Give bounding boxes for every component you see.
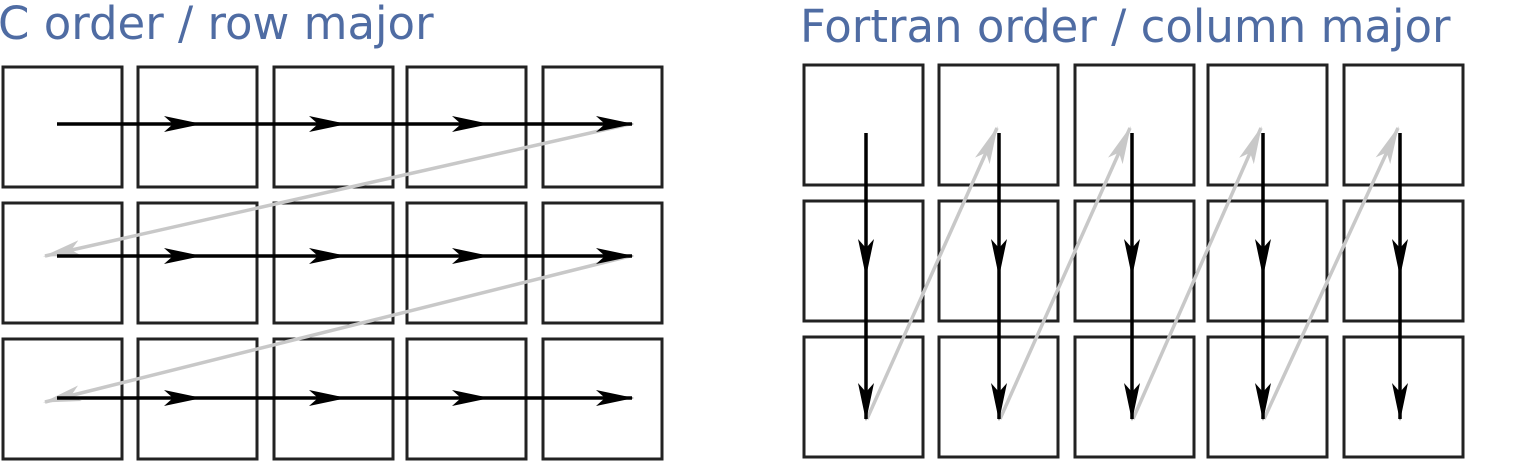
fortran-order-return-arrow-1 [865,126,999,420]
c-order-title: C order / row major [0,0,434,50]
c-order-cell-r1-c1 [1,65,124,189]
fortran-order-cell-r2-c3 [1073,199,1196,323]
fortran-order-cell-r2-c4 [1206,199,1329,323]
fortran-order-cell-r2-c1 [802,199,925,323]
fortran-order-cell-r3-c3 [1073,335,1196,459]
c-order-return-arrow-2 [43,254,631,404]
fortran-order-cell-r2-c5 [1342,199,1465,323]
c-order-cell-r2-c1 [1,201,124,325]
fortran-order-cell-r1-c4 [1206,63,1329,187]
fortran-order-return-arrow-3 [1131,126,1263,420]
fortran-order-return-arrow-2 [998,126,1132,420]
c-order-cell-r2-c4 [405,201,528,325]
fortran-order-cell-r3-c4 [1206,335,1329,459]
fortran-order-cell-r3-c5 [1342,335,1465,459]
c-order-cell-r1-c5 [541,65,664,189]
fortran-order-title: Fortran order / column major [800,0,1451,53]
fortran-order-cell-r1-c1 [802,63,925,187]
fortran-order-cell-r3-c1 [802,335,925,459]
c-order-return-arrow-1 [43,122,631,258]
fortran-order-arrows [858,126,1408,421]
c-order-cell-r1-c2 [136,65,259,189]
c-order-cell-r1-c4 [405,65,528,189]
c-order-cell-r2-c3 [272,201,395,325]
fortran-order-return-arrow-4 [1262,126,1400,420]
c-order-arrows [43,116,634,406]
fortran-order-cell-r1-c5 [1342,63,1465,187]
c-order-cell-r1-c3 [272,65,395,189]
c-order-grid [1,65,664,461]
fortran-order-cell-r1-c3 [1073,63,1196,187]
